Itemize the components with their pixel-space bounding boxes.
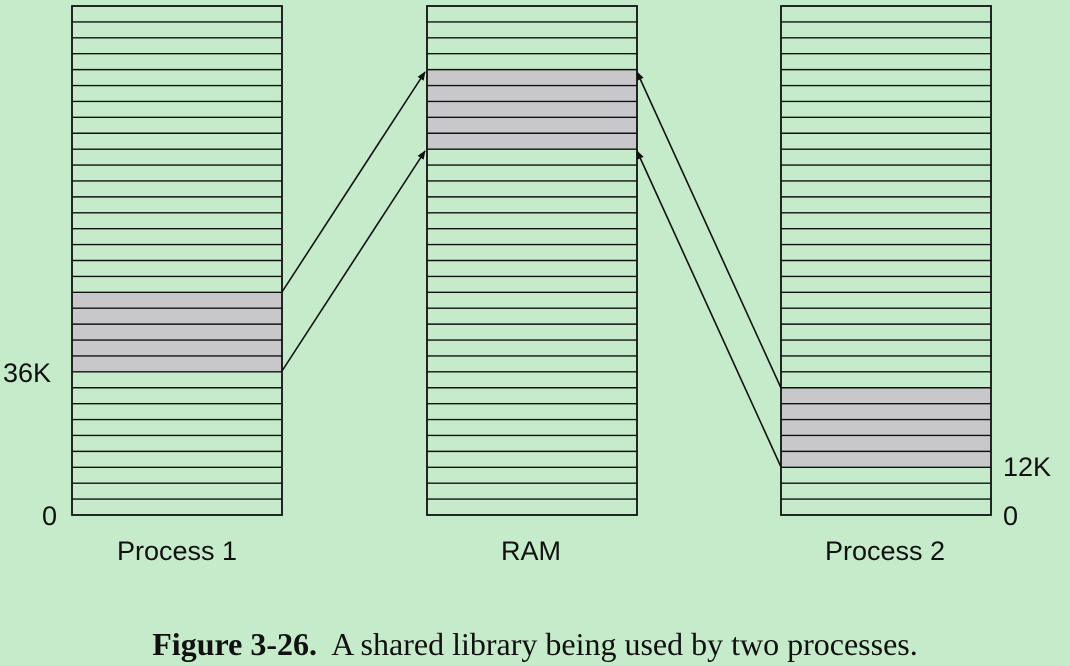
ram-memory-column [426, 5, 638, 516]
p1-top-to-ram-arrow [281, 71, 426, 293]
process1-column-border [71, 5, 283, 516]
p2-top-to-ram-arrow [636, 71, 782, 389]
address-label-p2-zero: 0 [1003, 501, 1019, 531]
address-label-p1-zero: 0 [42, 501, 58, 531]
ram-column-border [426, 5, 638, 516]
process2-column-border [780, 5, 992, 516]
shared-library-diagram [71, 5, 992, 516]
figure-caption: Figure 3-26. A shared library being used… [0, 628, 1070, 660]
mapping-arrows [281, 71, 782, 468]
process2-shared-library-pages [781, 387, 991, 468]
process-1-label: Process 1 [116, 536, 238, 566]
process-1-memory-column [71, 5, 283, 516]
p2-bottom-to-ram-arrow [636, 150, 782, 468]
ram-label: RAM [501, 536, 561, 566]
figure-number: Figure 3-26. [152, 626, 317, 662]
figure-caption-text: A shared library being used by two proce… [331, 626, 918, 662]
address-label-36k: 36K [3, 358, 52, 388]
process-2-memory-column [780, 5, 992, 516]
process1-shared-library-pages [72, 292, 282, 372]
process-2-label: Process 2 [824, 536, 946, 566]
p1-bottom-to-ram-arrow [281, 150, 426, 372]
ram-shared-library-pages [427, 69, 637, 150]
address-label-12k: 12K [1003, 452, 1052, 482]
